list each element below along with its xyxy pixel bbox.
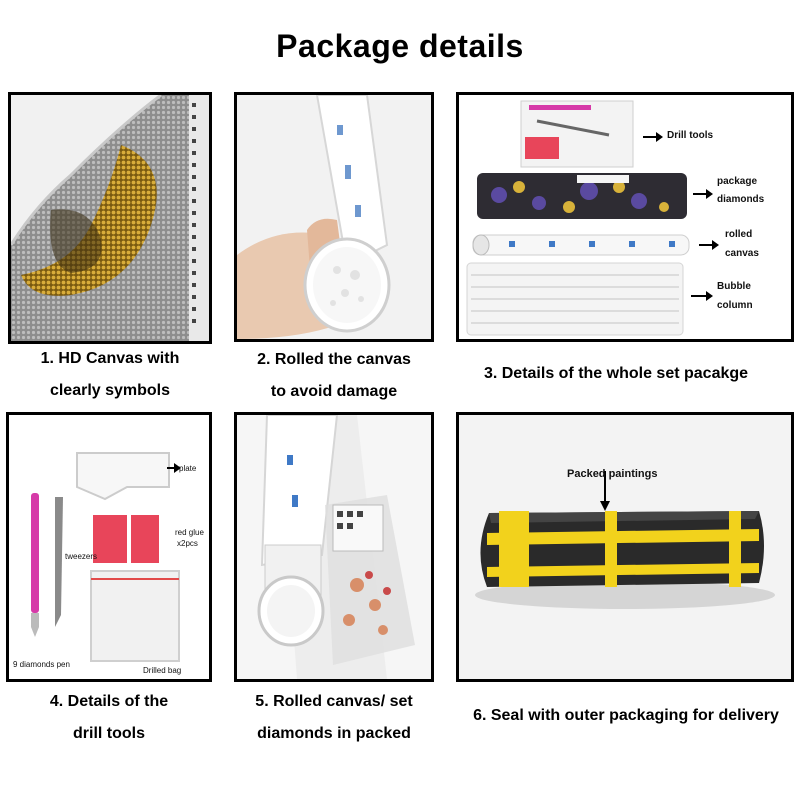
arrow-package-diamonds bbox=[693, 189, 713, 199]
label-packed-paintings: Packed paintings bbox=[567, 468, 658, 480]
label-x2pcs: x2pcs bbox=[177, 539, 198, 548]
label-plate: plate bbox=[179, 464, 197, 473]
caption-sealed-package: 6. Seal with outer packaging for deliver… bbox=[473, 707, 779, 724]
label-canvas: canvas bbox=[725, 248, 759, 259]
arrow-drill-tools bbox=[643, 132, 663, 142]
drill-tools-photo bbox=[9, 415, 209, 679]
arrow-plate bbox=[167, 463, 181, 473]
page-title: Package details bbox=[276, 28, 524, 64]
label-tweezers: tweezers bbox=[65, 552, 98, 561]
label-package: package bbox=[717, 176, 758, 187]
label-rolled: rolled bbox=[725, 229, 753, 240]
panel-rolled-canvas bbox=[234, 92, 434, 342]
label-diamonds: diamonds bbox=[717, 194, 765, 205]
rolled-canvas-photo bbox=[237, 95, 431, 339]
caption-whole-set: 3. Details of the whole set pacakge bbox=[483, 365, 749, 382]
arrow-bubble-column bbox=[691, 291, 713, 301]
packed-set-photo bbox=[237, 415, 431, 679]
label-bubble: Bubble bbox=[717, 281, 751, 292]
label-drill-tools: Drill tools bbox=[667, 130, 714, 141]
hd-canvas-photo bbox=[11, 95, 209, 341]
caption-rolled-canvas: 2. Rolled the canvas to avoid damage bbox=[257, 351, 411, 400]
label-column: column bbox=[717, 300, 753, 311]
caption-drill-tools: 4. Details of the drill tools bbox=[49, 693, 169, 742]
sealed-package-photo bbox=[459, 415, 791, 679]
panel-hd-canvas bbox=[8, 92, 212, 344]
label-red-glue: red glue bbox=[175, 528, 204, 537]
panel-sealed-package: Packed paintings bbox=[456, 412, 794, 682]
caption-packed-set: 5. Rolled canvas/ set diamonds in packed bbox=[255, 693, 413, 742]
whole-set-photo bbox=[459, 95, 791, 339]
panel-drill-tools: plate tweezers red glue x2pcs 9 diamonds… bbox=[6, 412, 212, 682]
panel-packed-set bbox=[234, 412, 434, 682]
caption-hd-canvas: 1. HD Canvas with clearly symbols bbox=[40, 350, 180, 399]
label-diamonds-pen: 9 diamonds pen bbox=[13, 660, 70, 669]
panel-whole-set: Drill tools package diamonds rolled canv… bbox=[456, 92, 794, 342]
label-drilled-bag: Drilled bag bbox=[143, 666, 182, 675]
arrow-rolled-canvas bbox=[699, 240, 719, 250]
